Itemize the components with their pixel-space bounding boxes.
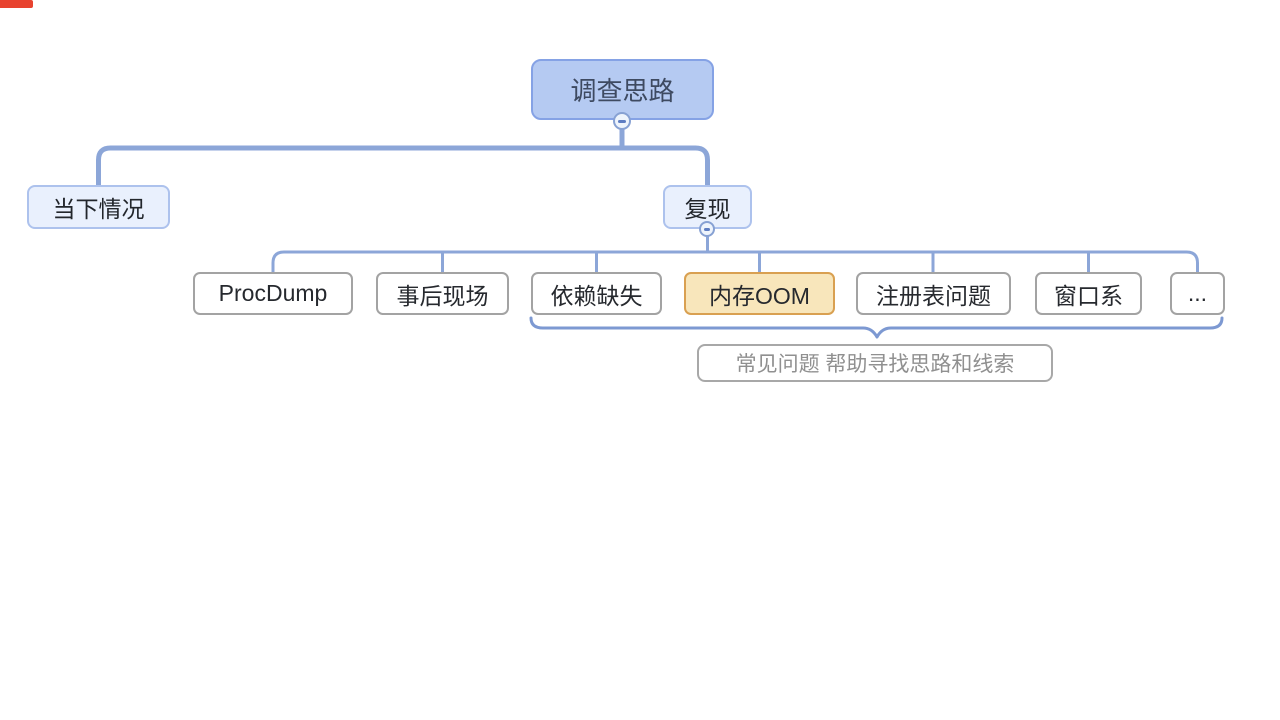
collapse-icon[interactable] — [699, 221, 715, 237]
topic-root-label: 调查思路 — [570, 76, 675, 106]
topic-current-situation[interactable]: 当下情况 — [27, 185, 170, 229]
topic-memory-oom[interactable]: 内存OOM — [684, 272, 835, 315]
topic-more[interactable]: ... — [1170, 272, 1225, 315]
topic-label: 事后现场 — [396, 282, 489, 309]
topic-label: 依赖缺失 — [550, 282, 643, 309]
minus-icon — [703, 227, 711, 231]
topic-label: 窗口系 — [1054, 282, 1123, 309]
topic-label: 注册表问题 — [876, 282, 991, 309]
topic-label: 当下情况 — [52, 196, 145, 222]
summary-label[interactable]: 常见问题 帮助寻找思路和线索 — [697, 344, 1053, 382]
topic-window-system[interactable]: 窗口系 — [1035, 272, 1142, 315]
topic-procdump[interactable]: ProcDump — [193, 272, 353, 315]
summary-text: 常见问题 帮助寻找思路和线索 — [735, 353, 1015, 376]
collapse-icon[interactable] — [613, 112, 631, 130]
topic-label: 复现 — [684, 196, 731, 222]
level1-connectors — [96, 125, 710, 190]
topic-postmortem-scene[interactable]: 事后现场 — [376, 272, 509, 315]
level2-connectors — [271, 234, 1199, 275]
top-left-red-bar — [0, 0, 33, 8]
minus-icon — [617, 119, 627, 123]
topic-registry-issue[interactable]: 注册表问题 — [856, 272, 1011, 315]
topic-label: ProcDump — [218, 280, 328, 306]
topic-root[interactable]: 调查思路 — [531, 59, 714, 120]
summary-brace — [529, 316, 1224, 339]
topic-label: 内存OOM — [709, 282, 810, 309]
topic-label: ... — [1187, 280, 1208, 306]
topic-missing-dependency[interactable]: 依赖缺失 — [531, 272, 662, 315]
